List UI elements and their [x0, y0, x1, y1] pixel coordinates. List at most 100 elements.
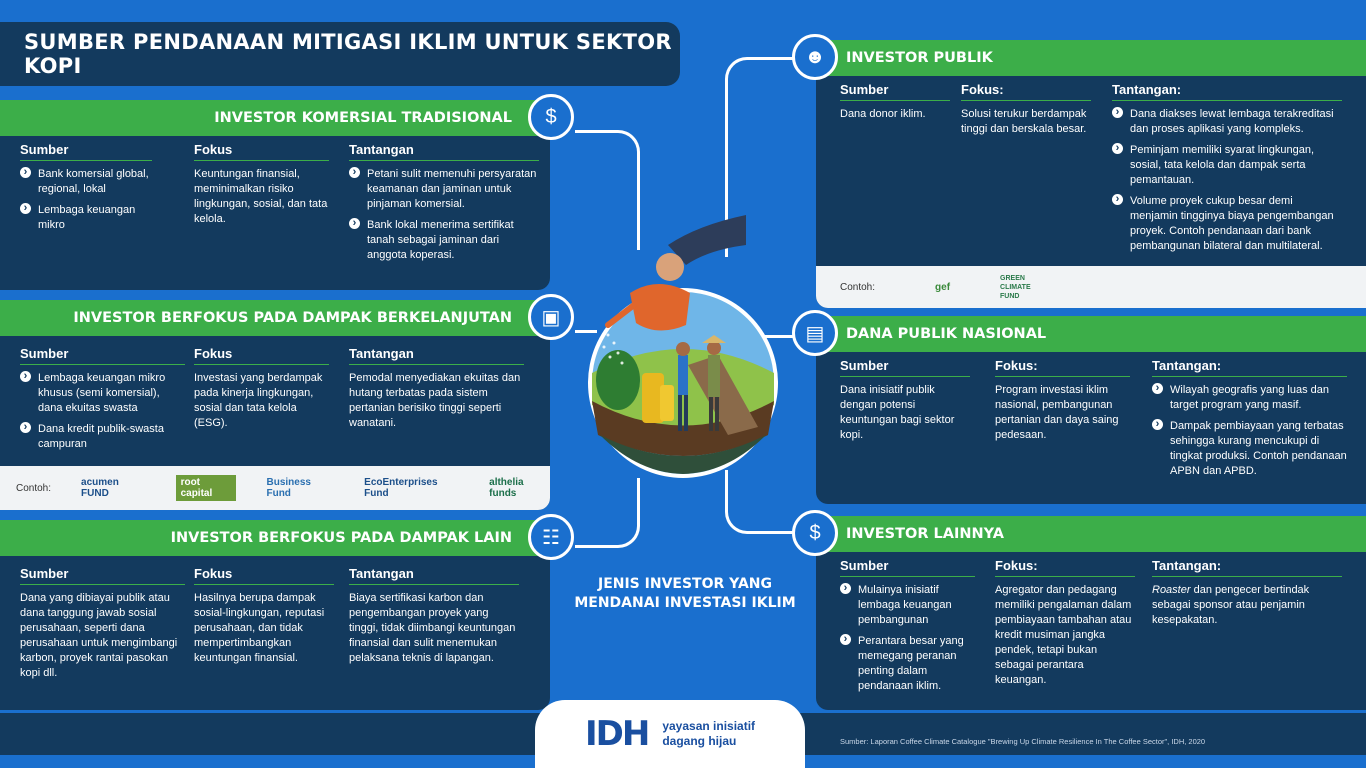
section-heading: DANA PUBLIK NASIONAL — [816, 316, 1366, 352]
farm-globe-illustration — [588, 215, 778, 478]
idh-tagline: yayasan inisiatif dagang hijau — [662, 719, 755, 749]
center-title-line: JENIS INVESTOR YANG — [597, 576, 772, 592]
section-berkelanjutan: INVESTOR BERFOKUS PADA DAMPAK BERKELANJU… — [0, 300, 550, 510]
idh-logo-mark: IDH — [585, 714, 650, 754]
fokus-column: Fokus Hasilnya berupa dampak sosial-ling… — [194, 566, 334, 666]
column-label: Sumber — [20, 142, 152, 161]
connector-line — [575, 478, 640, 548]
section-heading: INVESTOR KOMERSIAL TRADISIONAL — [0, 100, 550, 136]
list-item: Bank lokal menerima sertifikat tanah seb… — [349, 218, 539, 263]
sumber-column: Sumber Dana inisiatif publik dengan pote… — [840, 358, 970, 443]
column-label: Sumber — [840, 82, 950, 101]
column-text: Hasilnya berupa dampak sosial-lingkungan… — [194, 592, 325, 664]
list-item: Lembaga keuangan mikro khusus (semi kome… — [20, 371, 185, 416]
logo-ecoenterprises: EcoEnterprises Fund — [364, 477, 438, 499]
logo-business-fund: Business Fund — [266, 477, 311, 499]
column-label: Sumber — [20, 566, 185, 585]
column-label: Tantangan: — [1112, 82, 1342, 101]
column-label: Tantangan: — [1152, 558, 1342, 577]
connector-line — [725, 470, 795, 534]
section-heading: INVESTOR PUBLIK — [816, 40, 1366, 76]
column-text: Dana donor iklim. — [840, 108, 926, 120]
column-label: Tantangan — [349, 142, 539, 161]
logo-root-capital: root capital — [175, 475, 237, 501]
tantangan-column: Tantangan: Wilayah geografis yang luas d… — [1152, 358, 1347, 485]
fokus-column: Fokus Keuntungan finansial, meminimalkan… — [194, 142, 329, 227]
section-heading: INVESTOR BERFOKUS PADA DAMPAK LAIN — [0, 520, 550, 556]
list-item: Bank komersial global, regional, lokal — [20, 167, 152, 197]
list-item: Lembaga keuangan mikro — [20, 203, 152, 233]
list-item: Petani sulit memenuhi persyaratan keaman… — [349, 167, 539, 212]
connector-line — [725, 57, 795, 257]
fokus-column: Fokus: Solusi terukur berdampak tinggi d… — [961, 82, 1091, 137]
fokus-column: Fokus: Agregator dan pedagang memiliki p… — [995, 558, 1135, 688]
source-note: Sumber: Laporan Coffee Climate Catalogue… — [840, 737, 1206, 746]
column-text: Dana inisiatif publik dengan potensi keu… — [840, 384, 955, 441]
sumber-column: Sumber Mulainya inisiatif lembaga keuang… — [840, 558, 975, 700]
column-text: Biaya sertifikasi karbon dan pengembanga… — [349, 592, 516, 664]
column-text: Agregator dan pedagang memiliki pengalam… — [995, 584, 1132, 686]
column-label: Fokus — [194, 346, 329, 365]
column-label: Fokus: — [961, 82, 1091, 101]
column-text: Roaster dan pengecer bertindak sebagai s… — [1152, 583, 1342, 628]
examples-label: Contoh: — [840, 281, 876, 293]
column-label: Fokus — [194, 566, 334, 585]
logo-gef: gef — [935, 281, 951, 293]
section-lainnya: INVESTOR LAINNYA Sumber Mulainya inisiat… — [816, 516, 1366, 710]
logo-green-climate-fund: GREEN CLIMATE FUND — [1000, 274, 1031, 300]
column-text: Solusi terukur berdampak tinggi dan bers… — [961, 108, 1087, 135]
column-label: Tantangan — [349, 566, 519, 585]
examples-strip: Contoh: gef GREEN CLIMATE FUND — [816, 266, 1366, 308]
section-lain: INVESTOR BERFOKUS PADA DAMPAK LAIN Sumbe… — [0, 520, 550, 710]
connector-line — [575, 330, 597, 333]
center-title-line: MENDANAI INVESTASI IKLIM — [574, 595, 796, 611]
section-heading: INVESTOR LAINNYA — [816, 516, 1366, 552]
column-label: Sumber — [20, 346, 185, 365]
column-text: Investasi yang berdampak pada kinerja li… — [194, 372, 323, 429]
sumber-column: Sumber Dana yang dibiayai publik atau da… — [20, 566, 185, 681]
page-title: SUMBER PENDANAAN MITIGASI IKLIM UNTUK SE… — [24, 30, 672, 78]
fokus-column: Fokus: Program investasi iklim nasional,… — [995, 358, 1130, 443]
examples-strip: Contoh: acumen FUND root capital Busines… — [0, 466, 550, 510]
list-item: Wilayah geografis yang luas dan target p… — [1152, 383, 1347, 413]
column-text: Program investasi iklim nasional, pemban… — [995, 384, 1119, 441]
center-title: JENIS INVESTOR YANG MENDANAI INVESTASI I… — [560, 575, 810, 613]
money-hands-icon: $ — [528, 94, 574, 140]
sumber-column: Sumber Bank komersial global, regional, … — [20, 142, 152, 239]
list-item: Mulainya inisiatif lembaga keuangan pemb… — [840, 583, 975, 628]
section-publik: INVESTOR PUBLIK Sumber Dana donor iklim.… — [816, 40, 1366, 308]
sumber-column: Sumber Lembaga keuangan mikro khusus (se… — [20, 346, 185, 458]
column-text: Dana yang dibiayai publik atau dana tang… — [20, 592, 178, 679]
column-text-rest: dan pengecer bertindak sebagai sponsor a… — [1152, 584, 1310, 626]
connector-line — [575, 130, 640, 250]
sumber-column: Sumber Dana donor iklim. — [840, 82, 950, 122]
title-box: SUMBER PENDANAAN MITIGASI IKLIM UNTUK SE… — [0, 22, 680, 86]
list-item: Dana kredit publik-swasta campuran — [20, 422, 185, 452]
idh-tagline-line: yayasan inisiatif — [662, 719, 756, 733]
logo-althelia: althelia funds — [489, 477, 524, 499]
column-text: Keuntungan finansial, meminimalkan risik… — [194, 168, 328, 225]
section-komersial: INVESTOR KOMERSIAL TRADISIONAL Sumber Ba… — [0, 100, 550, 290]
column-label: Fokus — [194, 142, 329, 161]
logo-acumen: acumen FUND — [81, 477, 119, 499]
tantangan-column: Tantangan: Roaster dan pengecer bertinda… — [1152, 558, 1342, 628]
list-item: Peminjam memiliki syarat lingkungan, sos… — [1112, 143, 1342, 188]
column-label: Sumber — [840, 558, 975, 577]
tantangan-column: Tantangan Pemodal menyediakan ekuitas da… — [349, 346, 524, 431]
people-hands-icon: ☻ — [792, 34, 838, 80]
fokus-column: Fokus Investasi yang berdampak pada kine… — [194, 346, 329, 431]
column-label: Fokus: — [995, 358, 1130, 377]
idh-tagline-line: dagang hijau — [662, 734, 737, 748]
section-heading: INVESTOR BERFOKUS PADA DAMPAK BERKELANJU… — [0, 300, 550, 336]
list-item: Dana diakses lewat lembaga terakreditasi… — [1112, 107, 1342, 137]
section-nasional: DANA PUBLIK NASIONAL Sumber Dana inisiat… — [816, 316, 1366, 504]
tantangan-column: Tantangan Petani sulit memenuhi persyara… — [349, 142, 539, 269]
list-item: Dampak pembiayaan yang terbatas sehingga… — [1152, 419, 1347, 479]
connector-line — [760, 335, 796, 338]
column-text: Pemodal menyediakan ekuitas dan hutang t… — [349, 372, 521, 429]
tantangan-column: Tantangan: Dana diakses lewat lembaga te… — [1112, 82, 1342, 260]
emphasis-text: Roaster — [1152, 584, 1191, 596]
column-label: Fokus: — [995, 558, 1135, 577]
column-label: Tantangan: — [1152, 358, 1347, 377]
list-item: Perantara besar yang memegang peranan pe… — [840, 634, 975, 694]
